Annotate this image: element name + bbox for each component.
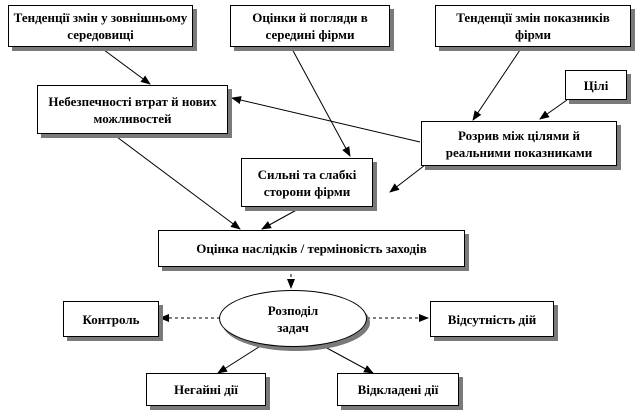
node-consequences-label: Оцінка наслідків / терміновість заходів <box>196 241 427 256</box>
node-assessments-label: Оцінки й погляди в середині фірми <box>252 10 368 42</box>
arrow-strengths-to-consequences <box>261 207 301 230</box>
node-strengths: Сильні та слабкі сторони фірми <box>241 158 373 207</box>
arrow-gap-to-threats <box>231 96 421 143</box>
node-consequences: Оцінка наслідків / терміновість заходів <box>158 230 465 267</box>
arrow-gap-to-strengths <box>389 164 426 193</box>
node-urgent: Негайні дії <box>146 373 266 406</box>
arrow-threats-to-consequences <box>112 133 241 230</box>
node-strengths-label: Сильні та слабкі сторони фірми <box>257 166 357 199</box>
arrow-goals-to-gap <box>539 99 568 120</box>
node-distribution-label: Розподіл задач <box>267 302 319 335</box>
node-distribution: Розподіл задач <box>219 290 367 347</box>
node-external-trends-label: Тенденції змін у зовнішньому середовищі <box>13 10 188 42</box>
node-goals: Цілі <box>565 70 627 100</box>
node-no-action-label: Відсутність дій <box>447 311 537 327</box>
arrow-distribution-to-urgent <box>217 344 263 374</box>
node-control-label: Контроль <box>82 311 140 327</box>
arrow-assessments-to-strengths <box>290 46 351 157</box>
node-gap: Розрив між цілями й реальними показникам… <box>421 121 617 166</box>
node-urgent-label: Негайні дії <box>174 382 238 397</box>
arrow-distribution-to-deferred <box>324 346 374 374</box>
node-external-trends: Тенденції змін у зовнішньому середовищі <box>8 5 193 47</box>
node-indicator-trends: Тенденції змін показників фірми <box>435 5 631 47</box>
node-threats: Небезпечності втрат й нових можливостей <box>37 85 228 134</box>
node-deferred-label: Відкладені дії <box>357 382 439 397</box>
node-assessments: Оцінки й погляди в середині фірми <box>230 5 390 47</box>
node-indicator-trends-label: Тенденції змін показників фірми <box>456 10 610 42</box>
arrow-external-to-threats <box>99 46 151 85</box>
node-goals-label: Цілі <box>583 77 609 93</box>
node-gap-label: Розрив між цілями й реальними показникам… <box>445 127 593 160</box>
node-no-action: Відсутність дій <box>430 301 554 337</box>
node-threats-label: Небезпечності втрат й нових можливостей <box>48 93 217 126</box>
node-deferred: Відкладені дії <box>337 373 459 406</box>
arrow-indicators-to-gap <box>472 46 523 121</box>
node-control: Контроль <box>63 301 159 337</box>
